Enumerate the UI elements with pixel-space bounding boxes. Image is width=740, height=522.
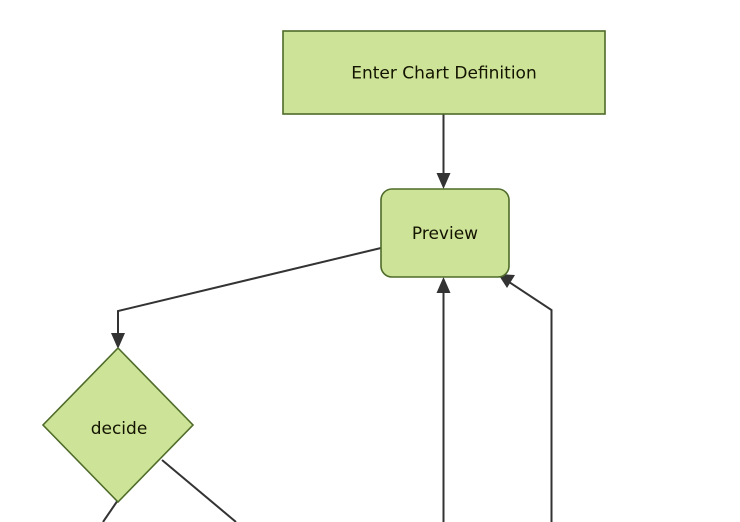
edge-line (102, 499, 119, 522)
arrowhead-icon (111, 333, 125, 349)
edge-preview-to-decide (111, 247, 382, 349)
edge-decide-branch-right (161, 459, 237, 522)
node-preview[interactable]: Preview (380, 188, 510, 278)
node-shape-rounded-rectangle[interactable] (380, 188, 510, 278)
arrowhead-icon (498, 274, 515, 288)
node-label-enter-chart-definition: Enter Chart Definition (351, 64, 536, 84)
node-enter-chart-definition[interactable]: Enter Chart Definition (282, 30, 606, 115)
arrowhead-icon (436, 277, 451, 293)
edge-line (117, 247, 382, 340)
node-label-preview: Preview (412, 224, 478, 244)
edge-decide-branch-left (102, 499, 119, 522)
node-decide[interactable]: decide (41, 346, 195, 504)
node-shape-diamond[interactable] (41, 346, 195, 504)
node-shape-rectangle[interactable] (282, 30, 606, 115)
edge-line (505, 279, 553, 522)
edge-line (161, 459, 237, 522)
arrowhead-icon (436, 173, 451, 189)
node-label-decide: decide (91, 419, 148, 439)
edge-return-right-to-preview (498, 274, 553, 522)
edge-return-center-to-preview (436, 277, 451, 522)
edge-enter-to-preview (436, 114, 451, 189)
